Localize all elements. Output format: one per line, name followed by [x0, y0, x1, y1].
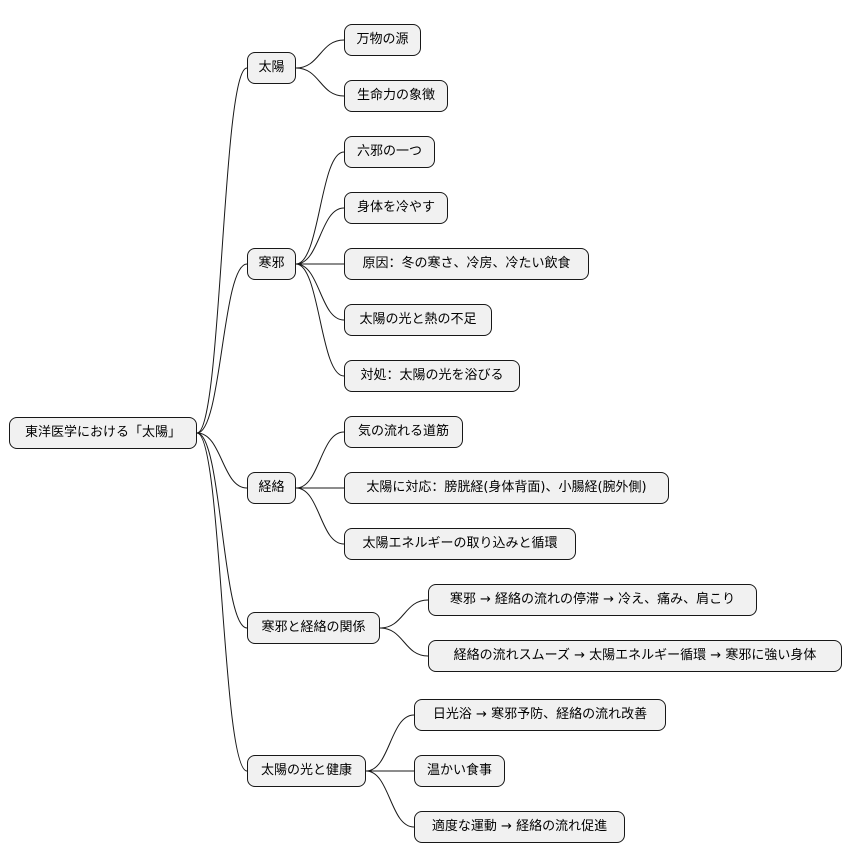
leaf-keiraku-0: 気の流れる道筋: [344, 416, 463, 448]
branch-taiyo: 太陽: [247, 52, 296, 84]
branch-keiraku: 経絡: [247, 472, 296, 504]
edge-hikari-2: [365, 770, 415, 828]
leaf-keiraku-1: 太陽に対応：膀胱経(身体背面)、小腸経(腕外側): [344, 472, 669, 504]
edge-root-taiyo: [196, 67, 248, 434]
leaf-taiyo-0: 万物の源: [344, 24, 421, 56]
edge-hikari-0: [365, 714, 415, 772]
branch-kanja: 寒邪: [247, 248, 296, 280]
leaf-kanja-1: 身体を冷やす: [344, 192, 448, 224]
leaf-kankei-1: 経絡の流れスムーズ → 太陽エネルギー循環 → 寒邪に強い身体: [428, 640, 842, 672]
leaf-hikari-0: 日光浴 → 寒邪予防、経絡の流れ改善: [414, 699, 666, 731]
edge-taiyo-0: [295, 39, 345, 69]
leaf-keiraku-2: 太陽エネルギーの取り込みと循環: [344, 528, 576, 560]
edge-kanja-3: [295, 263, 345, 321]
edge-root-kanja: [196, 263, 248, 434]
edge-root-hikari: [196, 432, 248, 772]
edge-kankei-1: [379, 627, 429, 657]
edge-kanja-1: [295, 207, 345, 265]
edge-kanja-0: [295, 151, 345, 265]
leaf-kanja-3: 太陽の光と熱の不足: [344, 304, 492, 336]
edge-root-kanja-keiraku: [196, 432, 248, 629]
leaf-hikari-1: 温かい食事: [414, 755, 505, 787]
leaf-kanja-0: 六邪の一つ: [344, 136, 435, 168]
leaf-taiyo-1: 生命力の象徴: [344, 80, 448, 112]
leaf-kanja-4: 対処：太陽の光を浴びる: [344, 360, 520, 392]
leaf-kankei-0: 寒邪 → 経絡の流れの停滞 → 冷え、痛み、肩こり: [428, 584, 757, 616]
edge-taiyo-1: [295, 67, 345, 97]
edge-root-keiraku: [196, 432, 248, 489]
edge-kanja-4: [295, 263, 345, 377]
edge-keiraku-2: [295, 487, 345, 545]
branch-kanja-keiraku: 寒邪と経絡の関係: [247, 612, 380, 644]
root-node: 東洋医学における「太陽」: [9, 417, 197, 449]
leaf-hikari-2: 適度な運動 → 経絡の流れ促進: [414, 811, 625, 843]
edge-kankei-0: [379, 599, 429, 629]
edge-keiraku-0: [295, 431, 345, 489]
leaf-kanja-2: 原因：冬の寒さ、冷房、冷たい飲食: [344, 248, 589, 280]
branch-hikari: 太陽の光と健康: [247, 755, 366, 787]
